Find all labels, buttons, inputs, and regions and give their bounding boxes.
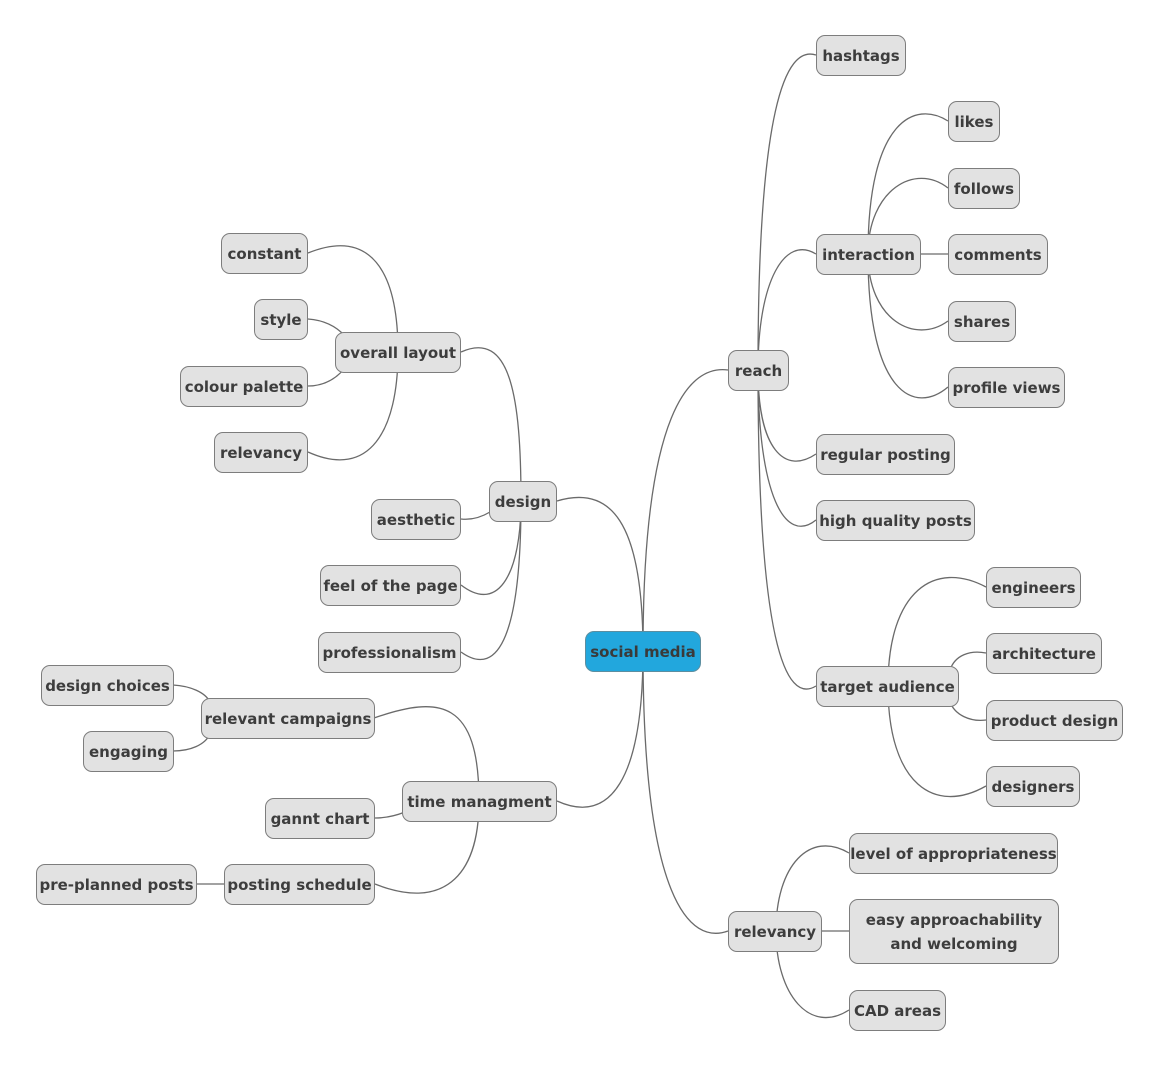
node-posting-schedule[interactable]: posting schedule: [224, 864, 375, 905]
node-social-media[interactable]: social media: [585, 631, 701, 672]
node-profile-views[interactable]: profile views: [948, 367, 1065, 408]
node-likes[interactable]: likes: [948, 101, 1000, 142]
node-pre-planned-posts[interactable]: pre-planned posts: [36, 864, 197, 905]
edge-design-aesthetic: [460, 511, 491, 520]
node-easy-approachability[interactable]: easy approachability and welcoming: [849, 899, 1059, 964]
node-reach[interactable]: reach: [728, 350, 789, 391]
edge-design-professionalism: [460, 500, 522, 661]
edge-time-campaigns: [373, 706, 480, 802]
node-overall-layout[interactable]: overall layout: [335, 332, 461, 373]
node-target-audience[interactable]: target audience: [816, 666, 959, 707]
edge-design-feel: [460, 500, 522, 596]
edge-interaction-shares: [867, 253, 949, 331]
node-high-quality-posts[interactable]: high quality posts: [816, 500, 975, 541]
node-aesthetic[interactable]: aesthetic: [371, 499, 461, 540]
node-level-of-appropriateness[interactable]: level of appropriateness: [849, 833, 1058, 874]
edge-design-overall-layout: [460, 347, 522, 502]
node-relevancy-main[interactable]: relevancy: [728, 911, 822, 952]
node-feel-of-the-page[interactable]: feel of the page: [320, 565, 461, 606]
edge-root-reach: [642, 368, 729, 652]
node-style[interactable]: style: [254, 299, 308, 340]
node-professionalism[interactable]: professionalism: [318, 632, 461, 673]
node-gannt-chart[interactable]: gannt chart: [265, 798, 375, 839]
node-interaction[interactable]: interaction: [816, 234, 921, 275]
node-architecture[interactable]: architecture: [986, 633, 1102, 674]
node-hashtags[interactable]: hashtags: [816, 35, 906, 76]
edge-reach-high-quality: [757, 369, 817, 527]
edge-ol-relevancy: [307, 351, 399, 461]
edge-ta-designers: [887, 685, 987, 798]
node-constant[interactable]: constant: [221, 233, 308, 274]
edge-root-relevancy: [642, 650, 729, 934]
edge-ol-constant: [307, 245, 399, 353]
edge-root-design: [556, 496, 644, 652]
node-engineers[interactable]: engineers: [986, 567, 1081, 608]
edge-reach-hashtags: [757, 53, 817, 371]
edge-root-time: [556, 650, 644, 808]
node-cad-areas[interactable]: CAD areas: [849, 990, 946, 1031]
node-time-managment[interactable]: time managment: [402, 781, 557, 822]
node-follows[interactable]: follows: [948, 168, 1020, 209]
edge-time-gannt: [374, 811, 406, 819]
edge-rel-appropriateness: [775, 845, 850, 932]
edge-interaction-profile-views: [867, 253, 949, 399]
edge-rel-cad: [775, 930, 850, 1019]
node-design-choices[interactable]: design choices: [41, 665, 174, 706]
node-regular-posting[interactable]: regular posting: [816, 434, 955, 475]
edge-interaction-likes: [867, 113, 949, 255]
edge-reach-regular-posting: [757, 369, 817, 462]
node-relevancy-layout[interactable]: relevancy: [214, 432, 308, 473]
node-comments[interactable]: comments: [948, 234, 1048, 275]
node-engaging[interactable]: engaging: [83, 731, 174, 772]
node-design[interactable]: design: [489, 481, 557, 522]
node-shares[interactable]: shares: [948, 301, 1016, 342]
edge-interaction-follows: [867, 177, 949, 255]
edge-reach-interaction: [757, 249, 817, 371]
node-designers[interactable]: designers: [986, 766, 1080, 807]
edge-time-posting: [374, 800, 480, 894]
edge-reach-target-audience: [757, 369, 817, 690]
node-colour-palette[interactable]: colour palette: [180, 366, 308, 407]
edge-ta-engineers: [887, 577, 987, 687]
node-relevant-campaigns[interactable]: relevant campaigns: [201, 698, 375, 739]
node-product-design[interactable]: product design: [986, 700, 1123, 741]
